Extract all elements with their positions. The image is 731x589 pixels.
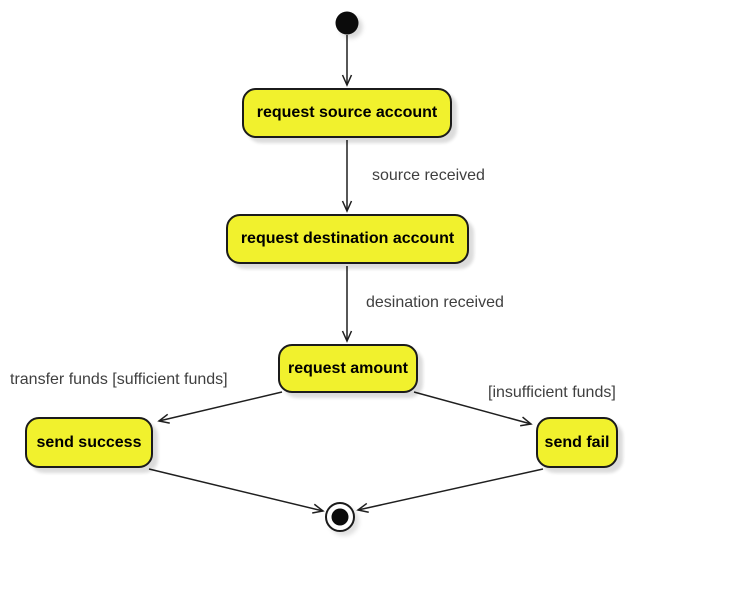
edge-request-amount-to-send-success [157, 391, 283, 424]
edge-label-insufficient-funds: [insufficient funds] [488, 384, 616, 401]
initial-state-icon [335, 11, 359, 35]
node-request-source-account: request source account [242, 88, 452, 138]
edge-label-transfer-funds-sufficient: transfer funds [sufficient funds] [10, 371, 228, 388]
node-request-amount: request amount [278, 344, 418, 393]
node-label: request destination account [240, 230, 455, 247]
node-send-success: send success [25, 417, 153, 468]
edge-label-source-received: source received [372, 167, 485, 184]
node-label: request amount [287, 359, 408, 377]
node-label: send fail [544, 433, 610, 451]
final-state-inner-icon [331, 508, 349, 526]
edge-send-success-to-end [148, 468, 325, 514]
node-send-fail: send fail [536, 417, 618, 468]
edge-send-fail-to-end [356, 468, 544, 513]
edge-label-desination-received: desination received [366, 294, 504, 311]
final-state-outer-icon [325, 502, 355, 532]
node-label: send success [36, 433, 142, 451]
node-request-destination-account: request destination account [226, 214, 469, 264]
node-label: request source account [256, 104, 438, 121]
